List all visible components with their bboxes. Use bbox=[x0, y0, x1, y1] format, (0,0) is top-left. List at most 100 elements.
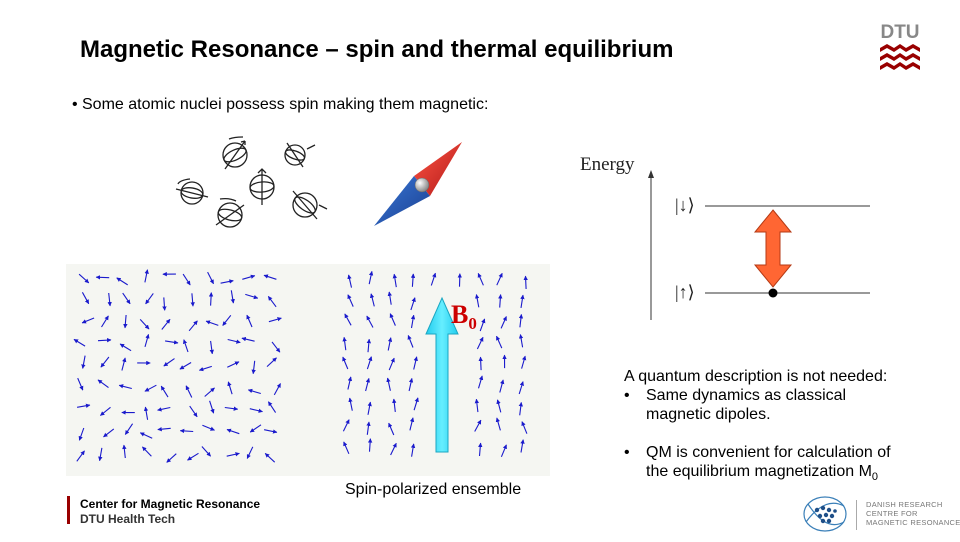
spin-arrow bbox=[409, 378, 412, 391]
spin-arrow bbox=[205, 388, 215, 397]
spin-arrow bbox=[480, 319, 484, 331]
quantum-description-text: A quantum description is not needed: •Sa… bbox=[624, 367, 944, 487]
spin-arrow bbox=[96, 277, 109, 278]
spin-ensemble-panel: B0 bbox=[66, 264, 550, 476]
spin-arrow bbox=[78, 378, 83, 390]
spin-arrow bbox=[497, 273, 502, 285]
aligned-spin-arrows bbox=[343, 271, 527, 456]
dtu-logo-text: DTU bbox=[880, 22, 919, 43]
spin-arrow bbox=[158, 408, 171, 411]
spin-arrow bbox=[350, 398, 353, 411]
spin-arrow bbox=[431, 273, 435, 285]
spin-arrow bbox=[225, 408, 238, 410]
spin-arrow bbox=[522, 422, 527, 434]
spin-arrow bbox=[247, 447, 253, 459]
spin-arrow bbox=[267, 358, 277, 367]
spin-arrow bbox=[180, 431, 193, 432]
spin-arrow bbox=[211, 341, 213, 354]
spin-arrow bbox=[190, 406, 197, 417]
spin-arrow bbox=[245, 294, 257, 298]
spin-arrow bbox=[161, 386, 168, 397]
spin-arrow bbox=[74, 339, 85, 346]
spin-arrow bbox=[206, 321, 218, 325]
spin-arrow bbox=[497, 418, 501, 431]
spin-arrow bbox=[79, 428, 83, 440]
spin-arrow bbox=[100, 407, 110, 415]
spin-arrow bbox=[223, 315, 231, 325]
spin-arrow bbox=[477, 337, 483, 349]
spin-arrow bbox=[145, 270, 148, 283]
spin-arrow bbox=[227, 362, 239, 368]
spin-arrow bbox=[368, 402, 370, 415]
spin-arrow bbox=[124, 445, 125, 458]
spin-arrow bbox=[122, 358, 125, 371]
spin-arrow bbox=[414, 357, 417, 370]
spin-ensemble-drawing: B0 bbox=[66, 264, 550, 476]
spin-arrow bbox=[202, 447, 211, 457]
spin-arrow bbox=[389, 358, 394, 370]
spin-arrow bbox=[500, 295, 501, 308]
drcmr-name: DANISH RESEARCH CENTRE FOR MAGNETIC RESO… bbox=[866, 500, 960, 527]
spin-arrow bbox=[349, 275, 352, 288]
spin-arrow bbox=[242, 338, 255, 341]
spin-arrow bbox=[250, 425, 261, 432]
slide-title: Magnetic Resonance – spin and thermal eq… bbox=[80, 36, 673, 64]
spin-arrow bbox=[98, 340, 111, 341]
spin-arrow bbox=[125, 315, 126, 328]
spin-arrow bbox=[221, 281, 234, 284]
spin-arrow bbox=[123, 293, 130, 304]
spin-arrow bbox=[208, 272, 214, 284]
spin-arrow bbox=[77, 451, 85, 462]
spin-arrow bbox=[274, 384, 280, 395]
qm-point-1: •Same dynamics as classical bbox=[624, 386, 944, 405]
spin-arrow bbox=[268, 402, 275, 413]
spin-arrow bbox=[269, 318, 282, 322]
spin-arrow bbox=[520, 335, 522, 348]
compass-needle-icon bbox=[370, 138, 470, 230]
spin-arrow bbox=[370, 439, 371, 452]
spin-arrow bbox=[479, 376, 483, 388]
spin-arrow bbox=[521, 440, 523, 453]
spin-arrow bbox=[391, 443, 397, 455]
spin-down-state-label: |↓⟩ bbox=[675, 195, 695, 215]
spin-arrow bbox=[475, 420, 481, 431]
spin-arrow bbox=[146, 293, 154, 304]
spin-arrow bbox=[125, 424, 132, 435]
spin-arrow bbox=[227, 453, 240, 456]
spin-arrow bbox=[414, 398, 418, 410]
spin-arrow bbox=[109, 293, 110, 306]
qm-point-2-cont: the equilibrium magnetization M0 bbox=[624, 462, 944, 487]
spin-arrow bbox=[412, 274, 413, 287]
spin-arrow bbox=[145, 385, 157, 391]
spin-arrow bbox=[481, 357, 482, 370]
spin-arrow bbox=[183, 274, 190, 285]
spin-arrow bbox=[102, 316, 109, 327]
spin-arrow bbox=[77, 405, 90, 407]
spinning-nuclei-illustration bbox=[170, 130, 330, 235]
spin-arrow bbox=[180, 363, 191, 370]
spin-arrow bbox=[410, 418, 413, 431]
spin-arrow bbox=[348, 295, 353, 307]
spin-arrow bbox=[389, 292, 391, 305]
qm-point-2: •QM is convenient for calculation of bbox=[624, 443, 944, 462]
spin-arrow bbox=[250, 409, 263, 412]
spin-arrow bbox=[388, 378, 391, 391]
spin-arrow bbox=[104, 429, 114, 437]
spin-arrow bbox=[211, 293, 212, 306]
spin-arrow bbox=[272, 342, 280, 352]
spin-arrow bbox=[497, 336, 502, 348]
spin-arrow bbox=[184, 340, 188, 352]
ensemble-caption: Spin-polarized ensemble bbox=[345, 481, 521, 499]
spin-arrow bbox=[268, 296, 276, 306]
footer-separator bbox=[856, 500, 857, 530]
spin-arrow bbox=[476, 399, 478, 412]
drcmr-logo-icon bbox=[800, 492, 850, 537]
spin-arrow bbox=[142, 447, 151, 456]
spin-arrow bbox=[247, 315, 252, 327]
spin-arrow bbox=[521, 295, 523, 308]
spin-arrow bbox=[265, 453, 275, 462]
spin-arrow bbox=[264, 430, 277, 433]
dtu-logo: DTU bbox=[875, 20, 925, 80]
spin-arrow bbox=[98, 380, 109, 388]
spin-arrow bbox=[371, 294, 374, 307]
